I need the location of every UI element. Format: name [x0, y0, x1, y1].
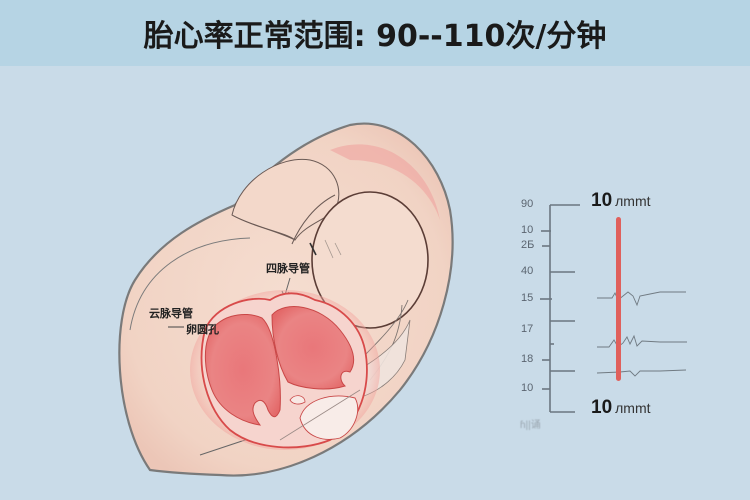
heart-rate-axis: [540, 204, 580, 413]
bottom-rate-unit: ᴫmmt: [615, 400, 651, 416]
bottom-rate-value: 10: [591, 397, 613, 418]
tick-label: 18: [521, 353, 534, 365]
tick-label: 17: [521, 323, 534, 335]
fetal-heart-illustration: [118, 122, 687, 477]
tick-label: 90: [521, 198, 534, 210]
fhr-waveforms: [596, 291, 687, 377]
tick-label: 40: [521, 265, 534, 277]
indicator-bar: [616, 217, 621, 381]
tick-label: 15: [521, 292, 534, 304]
left-chamber: [204, 314, 281, 426]
label-foramen: 卵圆孔: [186, 323, 219, 336]
right-chamber: [271, 306, 355, 390]
tick-label: 10: [521, 224, 534, 236]
title-bar: 胎心率正常范围: 90--110次/分钟: [0, 0, 750, 66]
top-rate-unit: ᴫmmt: [615, 193, 651, 209]
axis-footer: ɦ||诵: [520, 420, 541, 431]
label-upper-vessel: 四脉导管: [266, 262, 310, 275]
tick-label: 10: [521, 382, 534, 394]
top-rate-value: 10: [591, 190, 613, 211]
tick-label: 2Б: [521, 239, 535, 251]
head: [311, 191, 429, 329]
label-left-vessel: 云脉导管: [149, 307, 193, 320]
page-title: 胎心率正常范围: 90--110次/分钟: [143, 19, 607, 54]
